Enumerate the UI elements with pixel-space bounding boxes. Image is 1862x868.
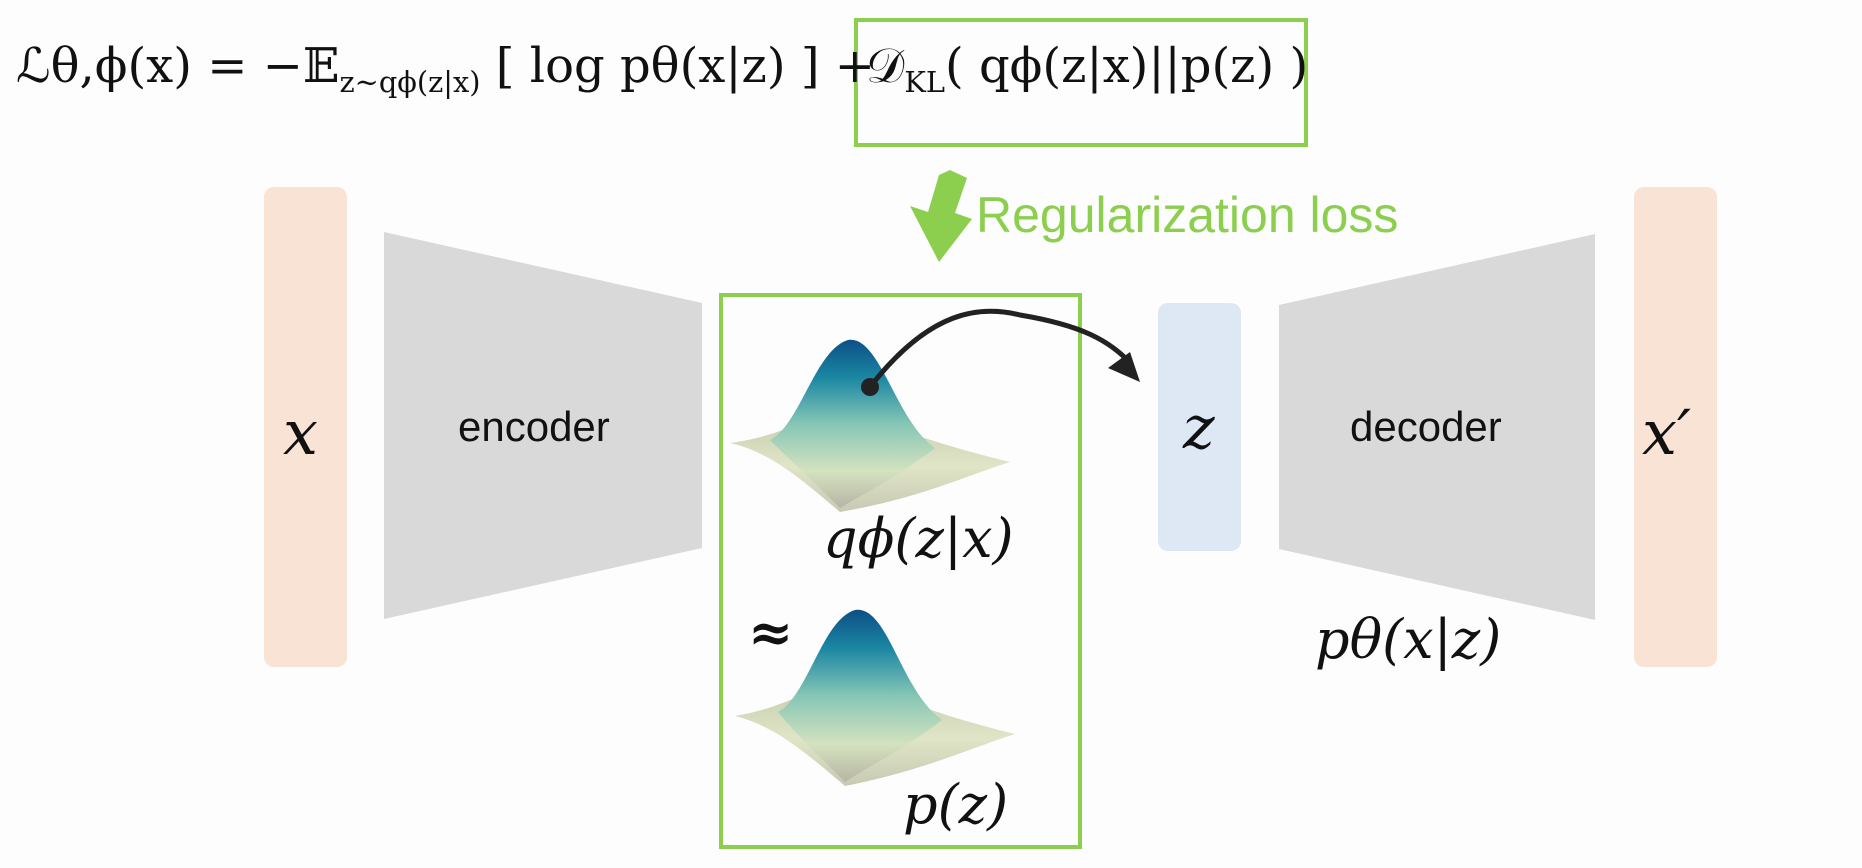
latent-z-box — [1158, 303, 1241, 551]
posterior-gaussian-surface — [730, 339, 1010, 512]
likelihood-label: pθ(x|z) — [1315, 608, 1502, 671]
latent-label: z — [1183, 393, 1215, 463]
kl-term: 𝒟KL( qϕ(z|x)||p(z) ) — [866, 38, 1308, 99]
approx-symbol: ≈ — [748, 600, 794, 664]
input-label: x — [283, 396, 318, 469]
regularization-label: Regularization loss — [976, 187, 1399, 243]
reconstruction-term: [ log pθ(x|z) ] + — [495, 38, 876, 94]
posterior-label: qϕ(z|x) — [823, 507, 1014, 570]
output-bar — [1634, 187, 1717, 667]
sampling-arrowhead — [1108, 352, 1140, 382]
encoder-shape — [384, 232, 702, 619]
loss-equation: ℒθ,ϕ(x) = −𝔼z∼qϕ(z|x) [ log pθ(x|z) ] + — [16, 38, 875, 99]
prior-label: p(z) — [903, 773, 1009, 836]
down-arrow-icon — [910, 170, 972, 262]
expectation-subscript: z∼qϕ(z|x) — [339, 65, 481, 100]
decoder-label: decoder — [1350, 403, 1502, 450]
input-bar — [264, 187, 347, 667]
sampling-arrow — [868, 308, 1134, 389]
kl-symbol: 𝒟 — [866, 38, 905, 94]
kl-subscript: KL — [904, 65, 945, 100]
latent-distribution-box — [719, 293, 1082, 849]
output-label: x′ — [1642, 396, 1692, 469]
decoder-shape — [1279, 234, 1595, 620]
prior-gaussian-surface — [735, 609, 1015, 786]
encoder-label: encoder — [458, 403, 610, 450]
kl-highlight-box — [854, 18, 1308, 147]
loss-lhs: ℒθ,ϕ(x) = −𝔼 — [16, 38, 340, 94]
kl-arguments: ( qϕ(z|x)||p(z) ) — [944, 38, 1309, 94]
